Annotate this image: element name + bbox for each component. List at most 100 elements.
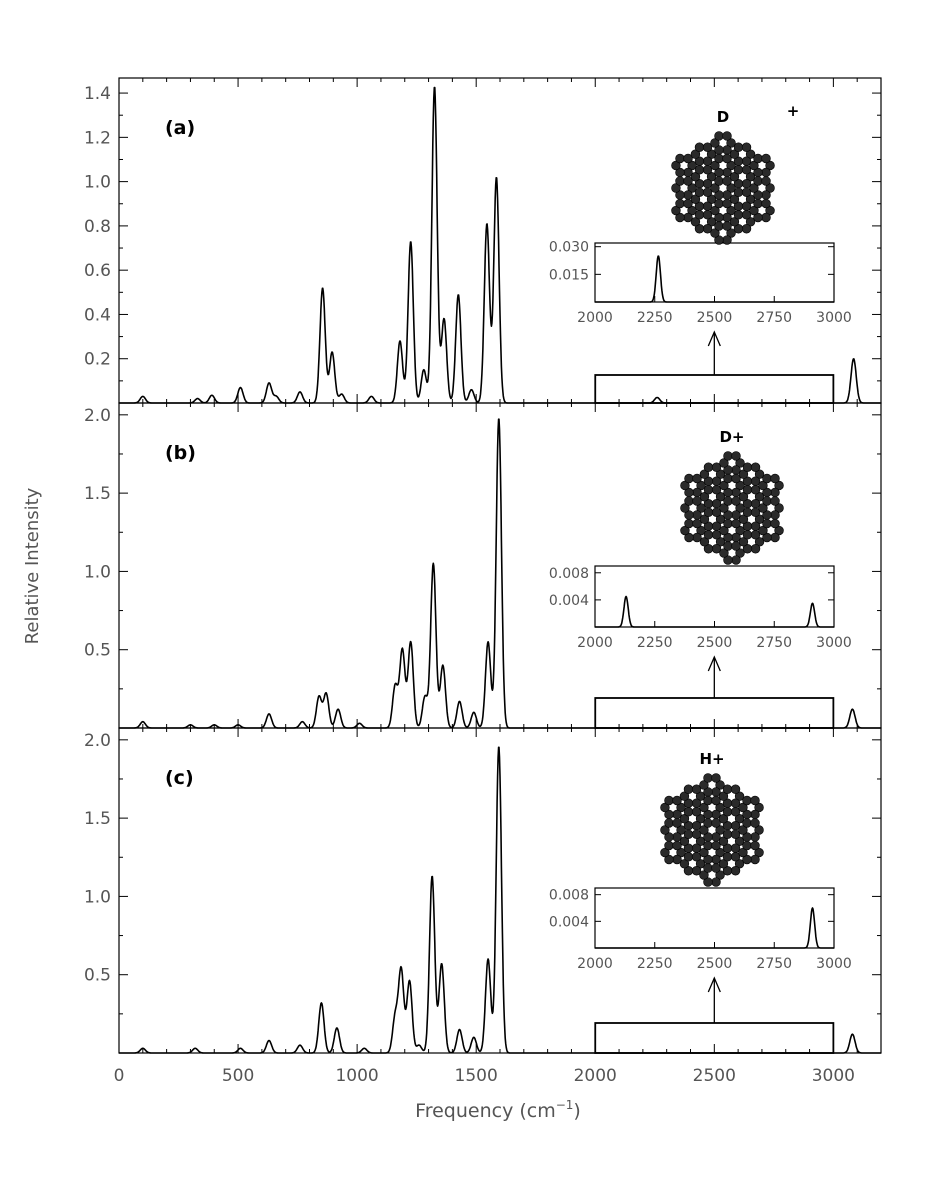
y-tick-label: 1.2 — [84, 128, 111, 148]
molecule-carbon-atom — [733, 187, 744, 197]
inset-1-spectrum-line — [594, 255, 835, 303]
y-tick-label: 1.0 — [84, 173, 111, 193]
zoom-arrow-head — [707, 330, 721, 347]
molecule-carbon-atom — [703, 544, 714, 554]
molecule-carbon-atom — [750, 795, 760, 806]
molecule-carbon-atom — [733, 142, 744, 152]
molecule-carbon-atom — [738, 802, 748, 813]
molecule-carbon-atom — [750, 832, 760, 842]
molecule-carbon-atom — [696, 525, 706, 536]
molecule-carbon-atom — [738, 825, 748, 835]
spectrum-traces — [118, 86, 882, 1054]
inset-2-spectrum-line — [594, 595, 835, 628]
molecule-carbon-atom — [660, 825, 670, 835]
inset-x-tick-label: 2500 — [697, 956, 733, 972]
inset-x-tick-label: 2000 — [577, 310, 613, 326]
y-tick-label: 0.5 — [84, 966, 111, 986]
molecule-carbon-atom — [729, 149, 740, 159]
molecule-carbon-atom — [718, 791, 729, 801]
inset-x-tick-label: 3000 — [816, 310, 852, 326]
molecule-carbon-atom — [706, 149, 717, 159]
molecule-carbon-atom — [770, 510, 780, 520]
molecule-carbon-atom — [761, 190, 771, 200]
molecule-carbon-atom — [741, 165, 752, 175]
inset-x-tick-label: 2500 — [697, 635, 733, 651]
molecule-carbon-atom — [723, 518, 733, 529]
molecule-carbon-atom — [699, 780, 709, 790]
molecule-carbon-atom — [745, 217, 756, 227]
x-axis-label-close: ) — [573, 1100, 580, 1122]
molecule-carbon-atom — [710, 160, 720, 171]
x-tick-label: 0 — [114, 1066, 125, 1086]
molecule-carbon-atom — [695, 836, 706, 846]
molecule-carbon-atom — [754, 537, 765, 547]
molecule-carbon-atom — [726, 160, 736, 171]
inset-y-tick-label: 0.008 — [549, 566, 589, 582]
molecule-carbon-atom — [710, 138, 720, 148]
molecule-carbon-atom — [761, 198, 771, 209]
molecule-carbon-atom — [694, 142, 705, 152]
molecule-carbon-atom — [742, 544, 753, 554]
molecule-carbon-atom — [735, 480, 745, 491]
molecule-carbon-atom — [710, 228, 720, 238]
molecule-carbon-atom — [699, 537, 710, 547]
molecule-carbon-atom — [675, 153, 685, 164]
panel-1-molecule-label: D — [717, 108, 729, 126]
molecule-carbon-atom — [714, 235, 724, 245]
molecule-carbon-atom — [691, 784, 702, 794]
inset-x-tick-label: 2750 — [756, 310, 792, 326]
molecule-carbon-atom — [672, 840, 682, 851]
x-tick-label: 2000 — [574, 1066, 617, 1086]
molecule-carbon-atom — [664, 818, 674, 828]
molecule-carbon-atom — [733, 224, 744, 234]
molecule-carbon-atom — [703, 462, 714, 472]
molecule-carbon-atom — [754, 802, 764, 813]
molecule-carbon-atom — [683, 829, 694, 839]
molecule-carbon-atom — [722, 221, 732, 231]
molecule-carbon-atom — [714, 176, 724, 186]
molecule-carbon-atom — [750, 485, 761, 495]
molecule-carbon-atom — [723, 555, 733, 565]
inset-2-frame — [594, 565, 835, 628]
molecule-carbon-atom — [671, 183, 681, 193]
molecule-carbon-atom — [719, 503, 729, 513]
molecule-carbon-atom — [715, 825, 725, 835]
molecule-carbon-atom — [671, 160, 681, 171]
molecule-carbon-atom — [731, 496, 741, 506]
molecule-carbon-atom — [715, 492, 726, 502]
molecule-carbon-atom — [726, 228, 736, 238]
molecule-carbon-atom — [711, 485, 722, 495]
molecule-carbon-atom — [753, 153, 763, 164]
molecule-carbon-atom — [715, 847, 725, 858]
y-tick-label: 1.5 — [84, 484, 111, 504]
molecule-carbon-atom — [729, 172, 740, 182]
x-axis-label: Frequency (cm−1) — [415, 1098, 581, 1122]
molecule-carbon-atom — [664, 854, 674, 865]
molecule-carbon-atom — [734, 814, 745, 824]
molecule-carbon-atom — [719, 525, 729, 536]
molecule-carbon-atom — [753, 212, 763, 223]
panel-1-molecule-image: D+ — [671, 102, 799, 245]
molecule-carbon-atom — [719, 548, 729, 558]
molecule-carbon-atom — [733, 165, 744, 175]
molecule-carbon-atom — [762, 473, 772, 484]
molecule-carbon-atom — [735, 503, 745, 513]
molecule-carbon-atom — [722, 176, 732, 186]
molecule-carbon-atom — [770, 473, 780, 484]
molecule-carbon-atom — [703, 773, 713, 783]
molecule-carbon-atom — [758, 480, 768, 491]
molecule-carbon-atom — [761, 212, 771, 223]
molecule-carbon-atom — [735, 525, 745, 536]
molecule-carbon-atom — [745, 149, 756, 159]
molecule-carbon-atom — [684, 518, 694, 529]
molecule-carbon-atom — [726, 183, 736, 193]
molecule-carbon-atom — [761, 153, 771, 164]
molecule-carbon-atom — [694, 210, 705, 220]
molecule-carbon-atom — [730, 866, 741, 876]
molecule-carbon-atom — [687, 183, 697, 193]
molecule-carbon-atom — [761, 176, 771, 186]
molecule-carbon-atom — [664, 840, 674, 851]
x-tick-label: 1000 — [335, 1066, 378, 1086]
molecule-carbon-atom — [680, 480, 690, 491]
molecule-carbon-atom — [703, 795, 713, 806]
